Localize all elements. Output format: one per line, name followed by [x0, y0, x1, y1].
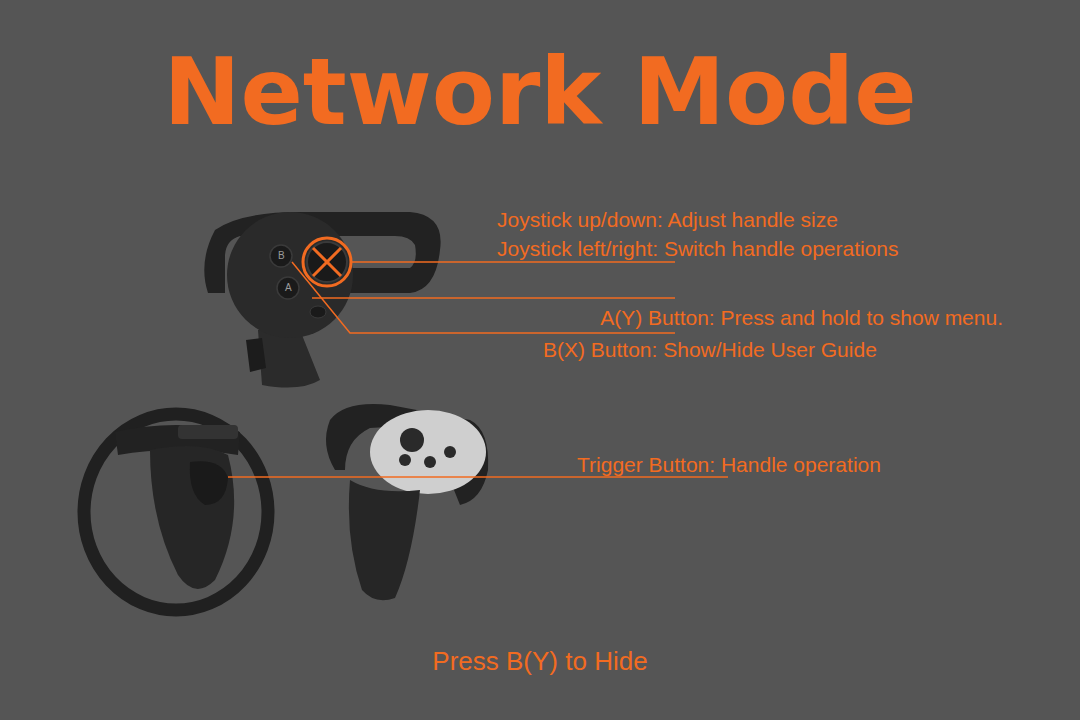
controller-back [84, 414, 268, 610]
grip [150, 446, 234, 589]
b-button [270, 245, 292, 267]
controller-side [326, 404, 488, 600]
a-button [277, 277, 299, 299]
highlight-cross [313, 248, 341, 276]
callout-text: Joystick left/right: Switch handle opera… [497, 236, 899, 261]
highlight-circle [303, 238, 351, 286]
callout-text: Joystick up/down: Adjust handle size [497, 207, 838, 232]
face-button [399, 454, 411, 466]
grip-trigger [246, 338, 266, 372]
callout-text: Trigger Button: Handle operation [577, 452, 881, 477]
button-top [178, 425, 238, 439]
leader-line [228, 476, 728, 478]
highlight-cross [313, 248, 341, 276]
callout-text: B(X) Button: Show/Hide User Guide [543, 337, 877, 362]
page-caption: Press B(Y) to Hide [0, 646, 1080, 677]
trigger [190, 461, 228, 505]
controller-face [370, 410, 486, 494]
controller-face [227, 212, 353, 338]
page-title: Network Mode [0, 38, 1080, 148]
leader-line [312, 297, 675, 299]
joystick [400, 428, 424, 452]
tracking-ring [84, 414, 268, 610]
button-letter: A [285, 282, 292, 294]
grip [258, 330, 320, 388]
joystick [307, 242, 347, 282]
grip [349, 480, 420, 600]
button-letter: B [278, 250, 285, 262]
face-button [424, 456, 436, 468]
title-measure: Network Mode [163, 39, 916, 146]
callout-text: A(Y) Button: Press and hold to show menu… [600, 305, 1003, 330]
leader-line [351, 261, 675, 263]
menu-button [310, 306, 326, 318]
face-button [444, 446, 456, 458]
leader-lines [228, 262, 728, 477]
